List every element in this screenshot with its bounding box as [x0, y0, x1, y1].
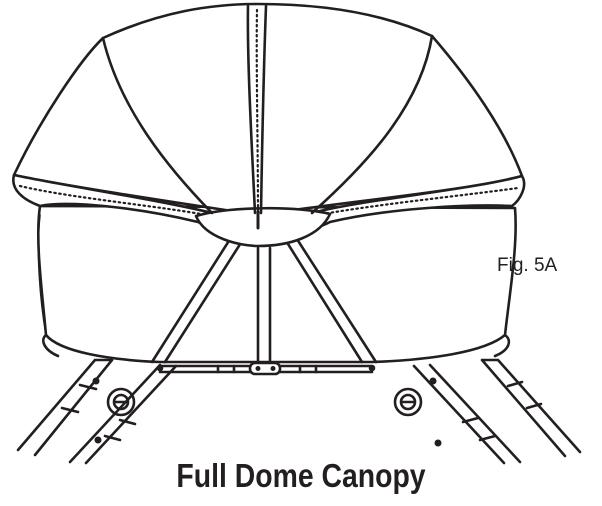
bassinet-basket [36, 204, 517, 364]
right-outer-leg [480, 358, 582, 458]
right-inner-leg [412, 363, 522, 465]
canopy-struts [150, 234, 378, 364]
right-knob [393, 387, 423, 417]
figure-label: Fig. 5A [497, 255, 558, 276]
left-knob [106, 387, 136, 417]
cross-bar [156, 361, 376, 376]
figure-caption: Full Dome Canopy [176, 457, 426, 494]
canopy-dome [12, 2, 526, 248]
stand-legs [16, 358, 582, 465]
left-outer-leg [16, 358, 114, 457]
